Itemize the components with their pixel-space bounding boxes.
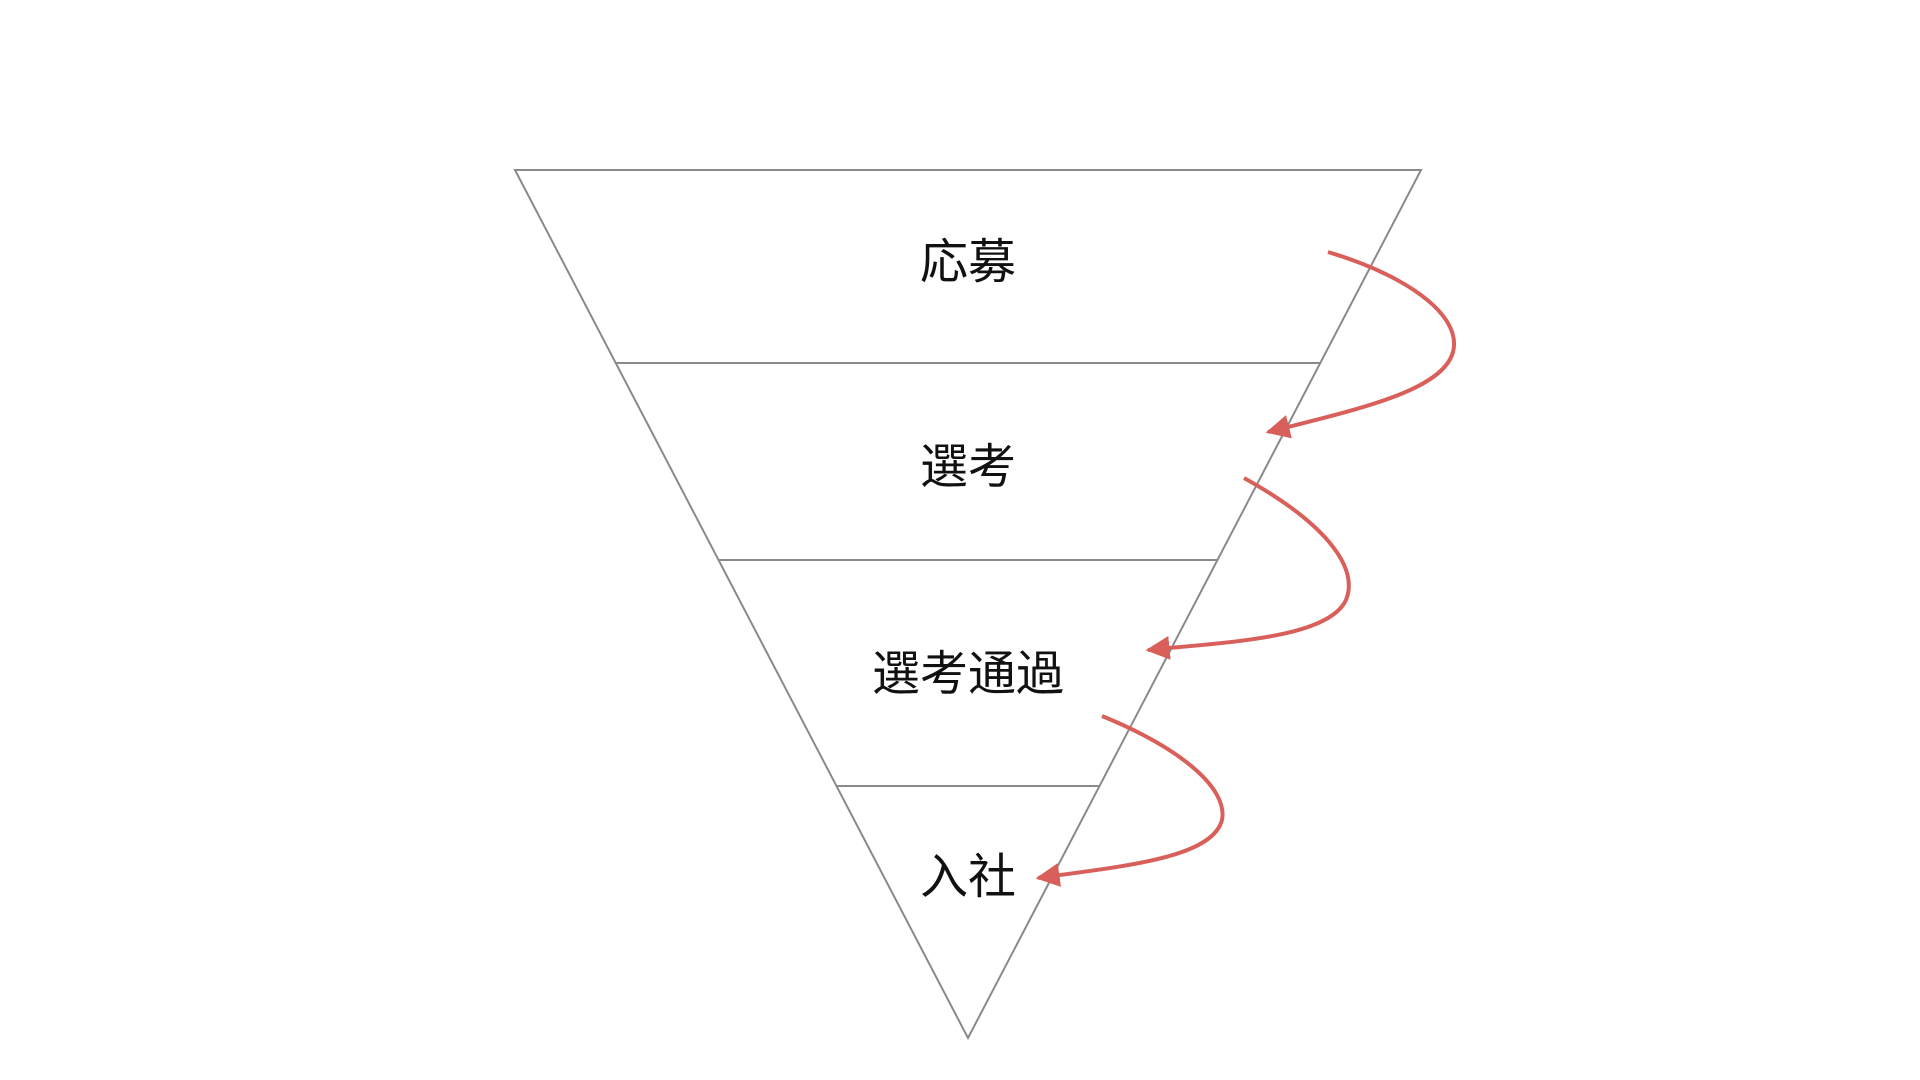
- transition-arrow-1: [1265, 250, 1456, 439]
- stage-label-apply: 応募: [920, 234, 1016, 290]
- stage-label-passed-screening: 選考通過: [872, 646, 1064, 702]
- funnel-outline: [513, 169, 1423, 1041]
- transition-arrow-3: [1035, 714, 1225, 887]
- stage-label-screening: 選考: [920, 439, 1016, 495]
- transition-arrow-2: [1145, 476, 1351, 660]
- stage-label-join-company: 入社: [920, 849, 1016, 905]
